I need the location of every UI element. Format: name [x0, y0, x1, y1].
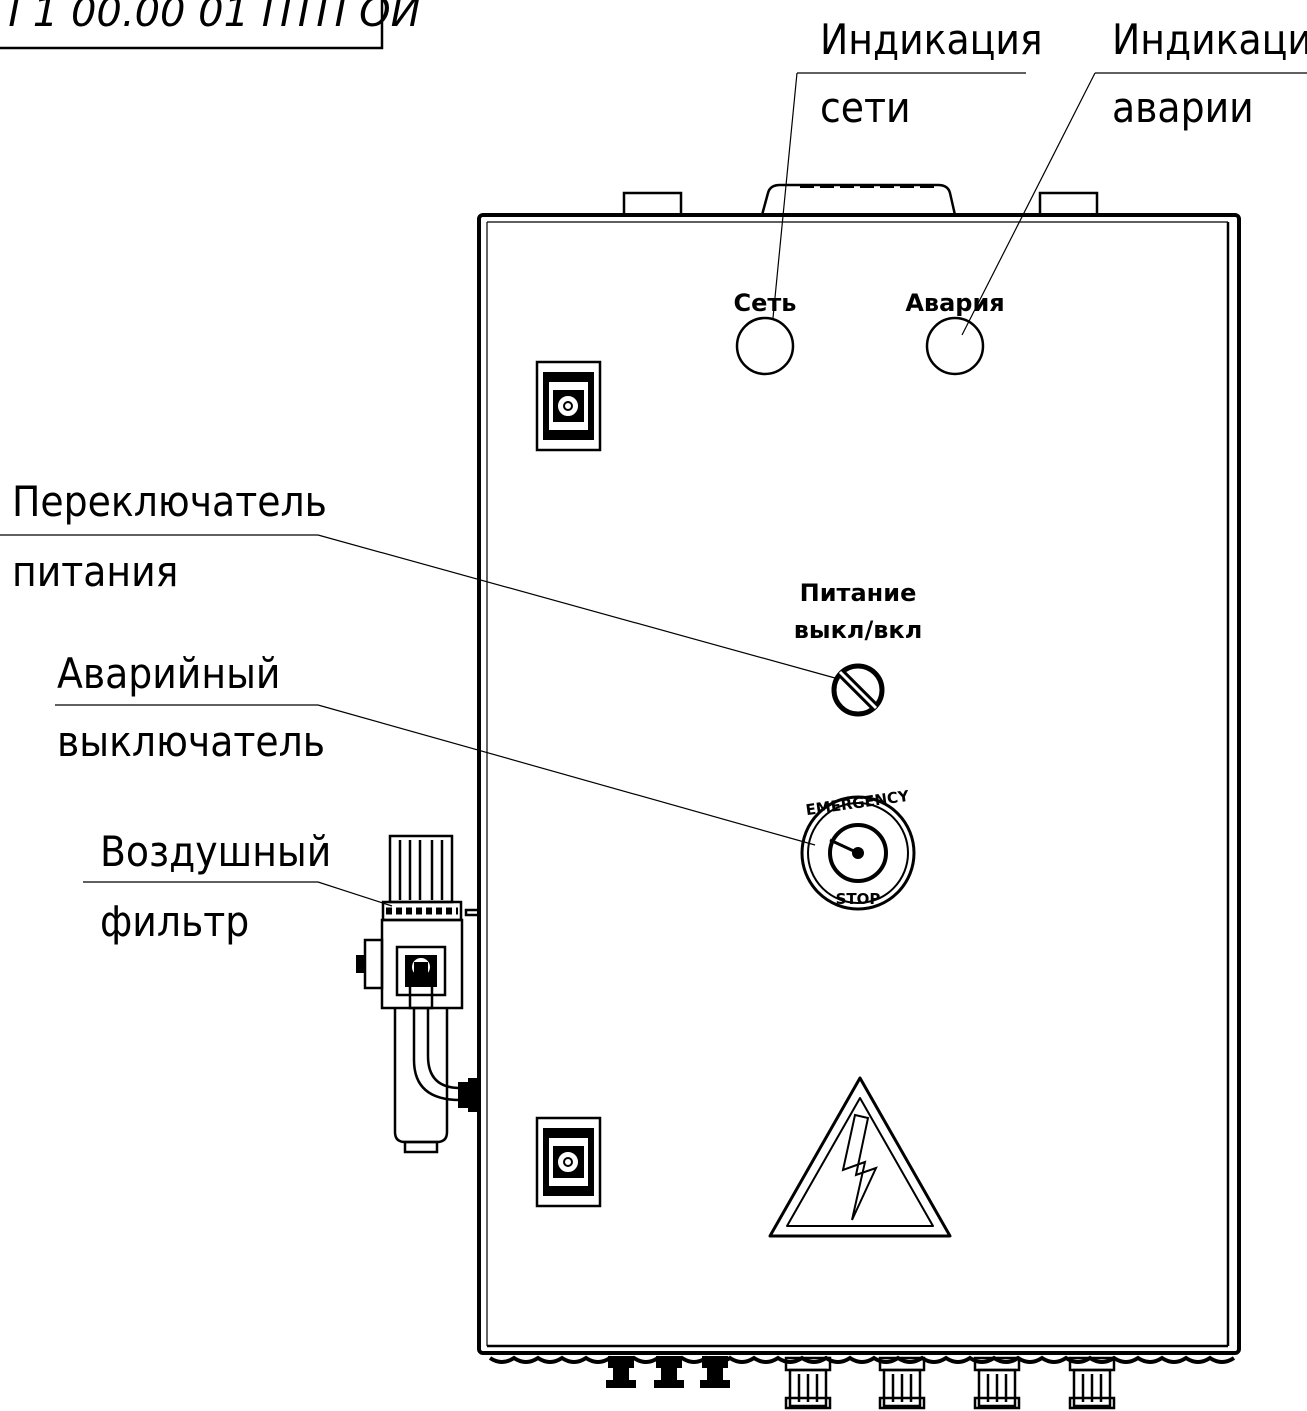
door-lock-top	[535, 360, 602, 452]
emergency-switch-line2: выключатель	[57, 717, 325, 766]
power-switch-label-1: Питание	[800, 579, 917, 607]
emergency-switch-line1: Аварийный	[57, 649, 280, 698]
door-lock-bottom	[535, 1116, 602, 1208]
power-switch-label-2: выкл/вкл	[794, 616, 923, 644]
network-indication-line2: сети	[820, 83, 911, 132]
network-indicator-lamp	[735, 316, 795, 376]
power-switch-knob	[831, 663, 885, 717]
alarm-lamp-label: Авария	[905, 289, 1004, 317]
estop-text-bottom: STOP	[836, 890, 881, 908]
callout-power-switch: Переключатель питания	[12, 477, 327, 596]
callout-emergency-switch: Аварийный выключатель	[57, 649, 325, 766]
high-voltage-warning-icon	[768, 1076, 952, 1238]
cabinet-bottom-seal	[488, 1355, 1236, 1364]
callout-air-filter: Воздушный фильтр	[100, 827, 331, 946]
emergency-stop-button: EMERGENCY STOP	[800, 787, 916, 911]
network-indication-line1: Индикация	[820, 15, 1043, 64]
drawing-code-stamp: П 1 00.00 01 ПТП ОИ	[0, 0, 421, 50]
small-cable-connectors	[606, 1356, 730, 1388]
drawing-code-text: П 1 00.00 01 ПТП ОИ	[0, 0, 421, 36]
callout-network-indication: Индикация сети	[820, 15, 1043, 132]
alarm-indication-line1: Индикация	[1112, 15, 1307, 64]
cable-glands	[784, 1356, 1116, 1410]
cabinet-body	[477, 213, 1241, 1355]
air-filter-line2: фильтр	[100, 897, 249, 946]
alarm-indicator-lamp	[925, 316, 985, 376]
callout-alarm-indication: Индикация аварии	[1112, 15, 1307, 132]
air-filter-unit	[356, 834, 481, 1154]
estop-text-top: EMERGENCY	[805, 787, 912, 819]
cabinet-top-fittings	[622, 183, 1099, 217]
power-switch-line1: Переключатель	[12, 477, 327, 526]
power-switch-line2: питания	[12, 547, 178, 596]
network-lamp-label: Сеть	[734, 289, 797, 317]
alarm-indication-line2: аварии	[1112, 83, 1254, 132]
air-filter-line1: Воздушный	[100, 827, 331, 876]
leader-lines	[0, 72, 1307, 907]
